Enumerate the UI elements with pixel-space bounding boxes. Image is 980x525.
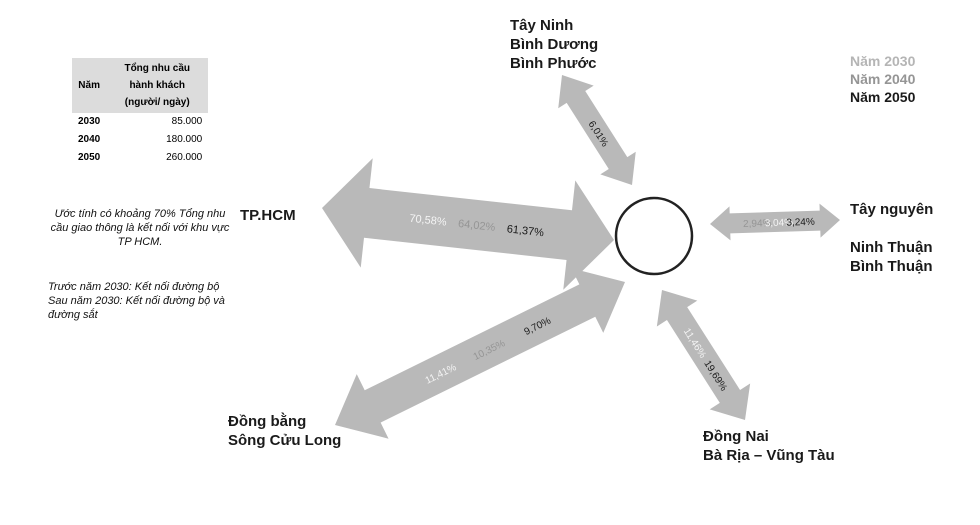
flow-arrow-sw [335, 268, 625, 439]
table-row: 2050 260.000 [72, 149, 208, 167]
table-header-year: Năm [72, 58, 107, 113]
legend-2040: Năm 2040 [850, 71, 916, 87]
place-label: Bình Dương [510, 36, 599, 53]
legend-2050: Năm 2050 [850, 89, 916, 105]
connection-note: Trước năm 2030: Kết nối đường bộ Sau năm… [48, 280, 258, 322]
flow-arrow-north [558, 75, 636, 185]
cell: 85.000 [171, 116, 203, 127]
table-header-demand: Tổng nhu cầu hành khách (người/ ngày) [106, 58, 209, 113]
table-row: 2030 85.000 [72, 113, 208, 131]
cell: 2040 [78, 134, 101, 145]
flow-label-hcm-2030: 70,58% [409, 213, 448, 229]
table-row: 2040 180.000 [72, 131, 208, 149]
flow-label-east-2030: 3,04% [765, 217, 794, 229]
flow-label-east-2040: 2,94% [743, 218, 772, 230]
cell: 180.000 [166, 134, 203, 145]
place-southwest: Đồng bằng Sông Cửu Long [228, 412, 341, 450]
flow-arrow-hcm [322, 158, 614, 290]
place-east: Tây nguyên Ninh Thuận Bình Thuận [850, 200, 933, 276]
place-label: Tây nguyên [850, 201, 934, 218]
place-label: Đồng Nai [703, 428, 769, 445]
cell: 260.000 [166, 152, 203, 163]
demand-table: Năm Tổng nhu cầu hành khách (người/ ngày… [72, 58, 209, 167]
legend-2030: Năm 2030 [850, 53, 916, 69]
place-label: Tây Ninh [510, 17, 574, 34]
place-label: Đồng bằng [228, 413, 307, 430]
legend: Năm 2030 Năm 2040 Năm 2050 [850, 52, 915, 106]
note-line: Sau năm 2030: Kết nối đường bộ và đường … [48, 295, 225, 321]
hub-circle [614, 196, 694, 276]
place-label: Bình Thuận [850, 258, 933, 275]
place-label: Bình Phước [510, 55, 597, 72]
place-label: Bà Rịa – Vũng Tàu [703, 447, 835, 464]
cell: 2030 [78, 116, 101, 127]
note-line: Trước năm 2030: Kết nối đường bộ [48, 281, 220, 293]
flow-label-hcm-2040: 64,02% [457, 218, 496, 234]
place-label: Sông Cửu Long [228, 432, 342, 449]
place-southeast: Đồng Nai Bà Rịa – Vũng Tàu [703, 427, 835, 465]
place-north: Tây Ninh Bình Dương Bình Phước [510, 16, 598, 73]
place-hcm: TP.HCM [240, 207, 296, 224]
flow-label-east-2050: 3,24% [786, 217, 815, 229]
flow-arrow-se [656, 290, 751, 420]
flow-label-hcm-2050: 61,37% [506, 223, 545, 239]
cell: 2050 [78, 152, 101, 163]
place-label: Ninh Thuận [850, 239, 933, 256]
estimate-note: Ước tính có khoảng 70% Tổng nhu cầu giao… [50, 208, 230, 248]
flow-arrow-east [710, 203, 840, 241]
